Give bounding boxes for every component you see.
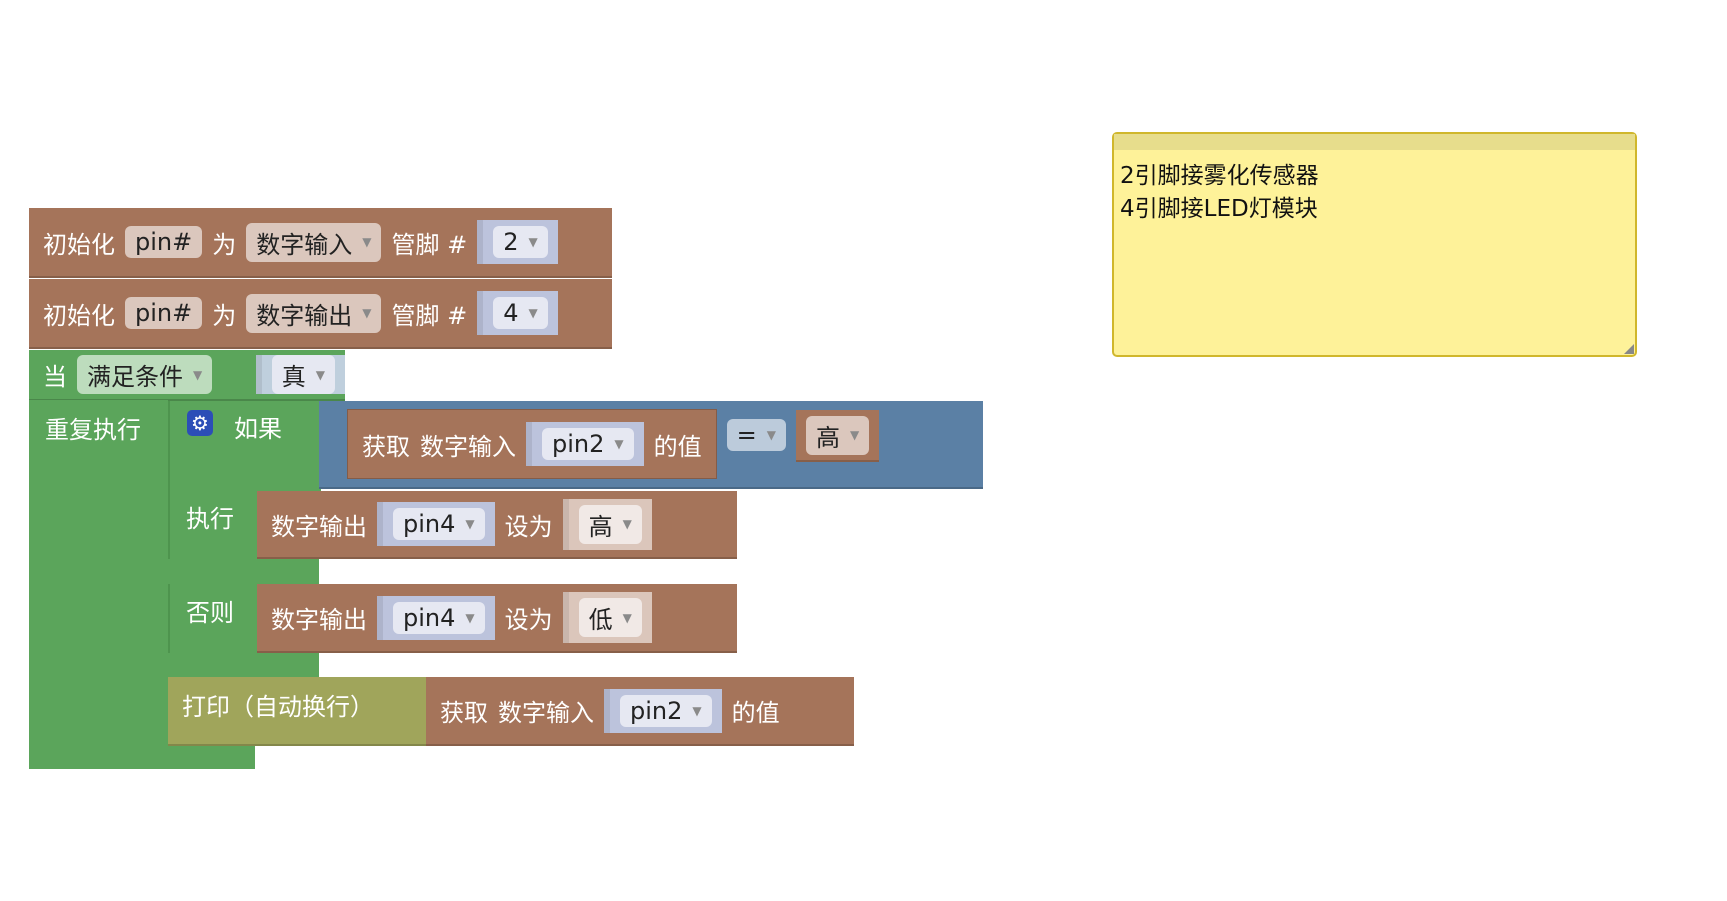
chevron-down-icon: ▼ — [193, 367, 203, 382]
boolean-value: 真 — [281, 363, 306, 391]
repeat-label: 重复执行 — [45, 416, 141, 444]
boolean-dropdown[interactable]: 真▼ — [271, 355, 335, 394]
when-label: 当 — [43, 363, 67, 391]
print-block[interactable]: 打印（自动换行） — [168, 677, 426, 746]
pin-label: 管脚 # — [391, 230, 468, 259]
chevron-down-icon: ▼ — [465, 610, 475, 625]
chevron-down-icon: ▼ — [849, 428, 860, 442]
value-of-label: 的值 — [653, 432, 702, 461]
value-socket: 高▼ — [562, 498, 652, 550]
pin-dropdown[interactable]: pin4 ▼ — [393, 601, 485, 634]
digital-write-high-block[interactable]: 数字输出 pin4▼ 设为 高▼ — [257, 491, 737, 559]
chevron-down-icon: ▼ — [622, 517, 632, 531]
mode-dropdown[interactable]: 数字输入 ▼ — [246, 222, 382, 262]
level-block[interactable]: 高▼ — [795, 410, 880, 462]
chevron-down-icon: ▼ — [528, 306, 538, 320]
as-label: 为 — [212, 230, 237, 259]
level-value: 高 — [815, 423, 840, 452]
if-block-divider — [168, 559, 319, 584]
mode-value: 数字输出 — [256, 301, 353, 330]
pin-dropdown[interactable]: pin4 ▼ — [393, 508, 485, 540]
mode-label: 数字输入 — [420, 432, 516, 461]
init-label: 初始化 — [43, 230, 115, 259]
while-loop-footer — [29, 746, 255, 769]
print-label: 打印（自动换行） — [182, 693, 374, 721]
chevron-down-icon: ▼ — [362, 306, 372, 320]
operator-dropdown[interactable]: =▼ — [726, 419, 786, 451]
get-label: 获取 — [362, 432, 410, 461]
pin-value: 4 — [503, 299, 519, 327]
get-label: 获取 — [440, 699, 488, 727]
condition-socket: 真▼ — [255, 355, 345, 394]
pin-dropdown[interactable]: pin2 ▼ — [620, 694, 712, 727]
pin-socket: pin2 ▼ — [526, 422, 644, 466]
variable-field[interactable]: pin# — [125, 226, 203, 258]
pin-socket: 2▼ — [477, 220, 558, 264]
chevron-down-icon: ▼ — [362, 235, 372, 249]
if-label: 如果 — [234, 415, 282, 443]
pin-dropdown[interactable]: 4▼ — [493, 297, 548, 329]
workspace-comment[interactable]: 2引脚接雾化传感器 4引脚接LED灯模块 — [1112, 132, 1637, 357]
pin-socket: pin4 ▼ — [377, 595, 495, 640]
level-value: 高 — [588, 512, 613, 541]
pin-value: pin4 — [403, 603, 456, 632]
pin-socket: pin2 ▼ — [604, 688, 722, 733]
operator-value: = — [736, 421, 757, 449]
level-dropdown[interactable]: 低▼ — [578, 598, 642, 637]
comment-drag-bar[interactable] — [1114, 134, 1635, 150]
digital-write-label: 数字输出 — [271, 512, 367, 541]
variable-field[interactable]: pin# — [125, 297, 203, 329]
resize-handle-icon[interactable] — [1624, 344, 1634, 354]
value-of-label: 的值 — [731, 699, 780, 727]
init-pin-block-1[interactable]: 初始化 pin# 为 数字输入▼ 管脚 # 2▼ — [29, 208, 612, 278]
as-label: 为 — [212, 301, 237, 330]
chevron-down-icon: ▼ — [692, 703, 702, 718]
pin-value: pin4 — [403, 510, 456, 538]
while-loop-header[interactable]: 当 满足条件▼ 真▼ — [29, 350, 345, 401]
if-block-footer — [168, 653, 319, 677]
level-dropdown[interactable]: 高▼ — [805, 415, 870, 455]
digital-write-label: 数字输出 — [271, 606, 367, 634]
else-label: 否则 — [186, 599, 234, 627]
set-label: 设为 — [504, 606, 553, 634]
pin-value: pin2 — [552, 430, 605, 458]
comment-line: 2引脚接雾化传感器 — [1120, 163, 1319, 189]
pin-value: pin2 — [630, 696, 683, 725]
do-label: 执行 — [186, 505, 234, 533]
loop-mode-value: 满足条件 — [87, 363, 183, 391]
loop-mode-dropdown[interactable]: 满足条件 ▼ — [77, 355, 213, 394]
compare-block[interactable]: 获取 数字输入 pin2▼ 的值 =▼ 高▼ — [319, 401, 983, 489]
init-pin-block-2[interactable]: 初始化 pin# 为 数字输出▼ 管脚 # 4▼ — [29, 279, 612, 349]
if-block-body: 执行 否则 — [168, 491, 259, 677]
mode-label: 数字输入 — [498, 699, 594, 727]
level-dropdown[interactable]: 高▼ — [578, 504, 642, 544]
gear-icon[interactable]: ⚙ — [187, 410, 213, 436]
comment-text[interactable]: 2引脚接雾化传感器 4引脚接LED灯模块 — [1114, 150, 1635, 236]
if-block-header[interactable]: ⚙ 如果 — [168, 401, 321, 491]
value-socket: 低▼ — [562, 592, 652, 643]
pin-socket: 4▼ — [477, 291, 558, 335]
mode-dropdown[interactable]: 数字输出 ▼ — [246, 293, 382, 333]
pin-label: 管脚 # — [391, 301, 468, 330]
pin-value: 2 — [503, 228, 519, 256]
mode-value: 数字输入 — [256, 230, 353, 259]
chevron-down-icon: ▼ — [465, 517, 475, 531]
pin-dropdown[interactable]: 2▼ — [493, 226, 548, 258]
chevron-down-icon: ▼ — [614, 437, 624, 451]
print-digital-read-block[interactable]: 获取 数字输入 pin2 ▼ 的值 — [426, 677, 854, 746]
chevron-down-icon: ▼ — [766, 428, 776, 442]
digital-read-block[interactable]: 获取 数字输入 pin2 ▼ 的值 — [347, 409, 717, 479]
chevron-down-icon: ▼ — [315, 367, 325, 382]
comment-line: 4引脚接LED灯模块 — [1120, 196, 1318, 222]
digital-write-low-block[interactable]: 数字输出 pin4▼ 设为 低▼ — [257, 584, 737, 653]
pin-socket: pin4 ▼ — [377, 502, 495, 546]
while-loop-body: 重复执行 — [29, 400, 168, 769]
pin-dropdown[interactable]: pin2 ▼ — [542, 428, 634, 460]
chevron-down-icon: ▼ — [622, 610, 632, 625]
set-label: 设为 — [504, 512, 553, 541]
init-label: 初始化 — [43, 301, 115, 330]
chevron-down-icon: ▼ — [528, 235, 538, 249]
level-value: 低 — [588, 606, 613, 634]
